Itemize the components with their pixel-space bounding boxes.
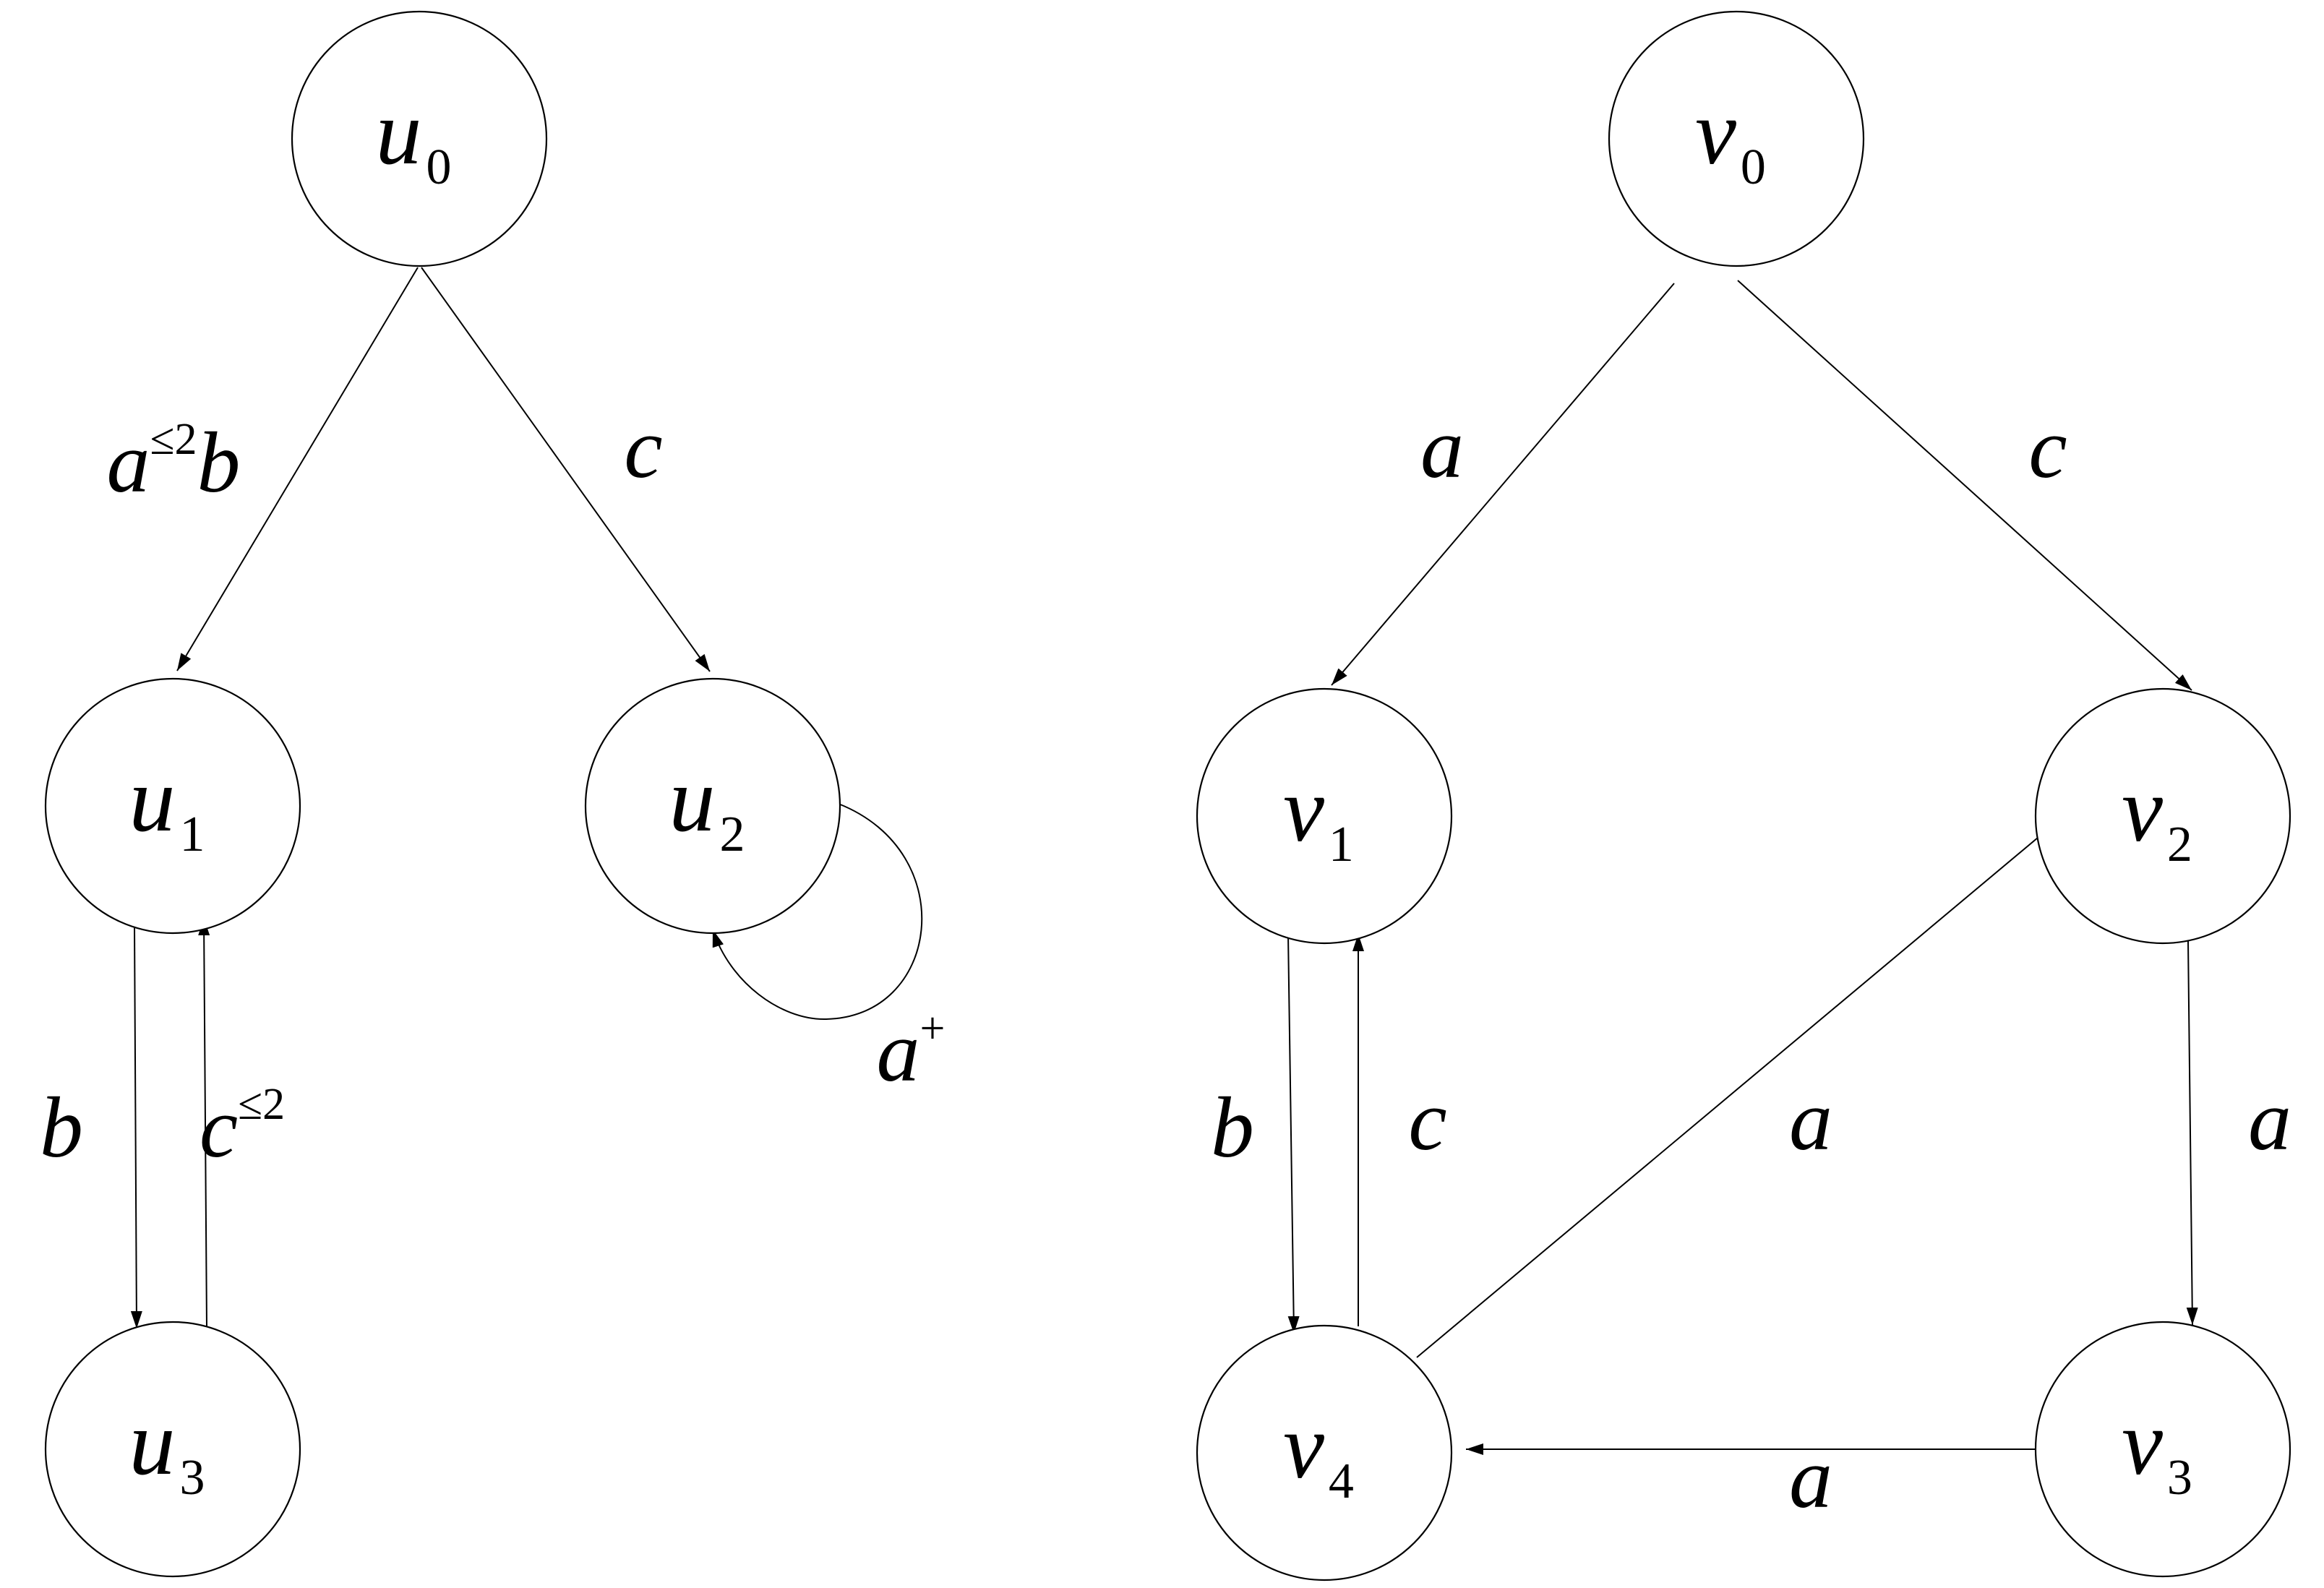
node-label-base: u	[376, 81, 422, 184]
node-label: u0	[376, 81, 452, 195]
node-label-subscript: 3	[180, 1450, 205, 1506]
edge-label-tail: b	[197, 414, 241, 510]
edge-label-u1-u3: b	[40, 1079, 83, 1175]
node-label: v4	[1283, 1395, 1354, 1509]
node-label: u2	[669, 748, 745, 862]
edge-label-u3-u1: c≤2	[200, 1079, 285, 1175]
edge-label-v3-v4: a	[1789, 1430, 1832, 1526]
node-label: v3	[2122, 1391, 2192, 1506]
edge-label-superscript: ≤2	[238, 1080, 285, 1129]
edge-u3-u1-arrow	[198, 917, 210, 1329]
node-label-base: v	[2122, 758, 2163, 861]
node-u3: u3	[44, 1321, 301, 1578]
node-label-subscript: 2	[2167, 817, 2192, 872]
node-label-base: u	[129, 1391, 176, 1494]
node-label-subscript: 1	[1329, 817, 1354, 872]
node-v0: v0	[1608, 10, 1865, 267]
edge-label-text: a	[1789, 1072, 1832, 1168]
edge-label-v0-v1: a	[1420, 400, 1464, 496]
node-u0: u0	[291, 10, 548, 267]
edge-label-superscript: +	[920, 1004, 946, 1053]
node-circle	[1196, 1324, 1453, 1581]
node-v4: v4	[1196, 1324, 1453, 1581]
edge-label-text: c	[624, 400, 662, 496]
node-circle	[584, 677, 841, 935]
edge-v1-v4-arrow	[1287, 934, 1300, 1334]
node-circle	[291, 10, 548, 267]
edge-u1-u3-arrow	[130, 923, 142, 1329]
node-label: u1	[129, 748, 205, 862]
edge-label-u0-u2: c	[624, 400, 662, 496]
node-u2: u2	[584, 677, 841, 935]
node-v2: v2	[2034, 687, 2291, 945]
node-label-subscript: 4	[1329, 1454, 1354, 1509]
node-label: v2	[2122, 758, 2192, 872]
edge-u2-u2-self-loop	[712, 803, 923, 1021]
node-label-subscript: 1	[180, 807, 205, 862]
node-label-subscript: 3	[2167, 1450, 2192, 1506]
node-circle	[44, 1321, 301, 1578]
edge-label-text: c	[200, 1079, 238, 1175]
node-label-base: v	[2122, 1391, 2163, 1494]
edge-label-text: a	[1420, 400, 1464, 496]
edge-u0-u1-arrow	[176, 267, 419, 671]
edge-label-v1-v4: b	[1211, 1079, 1254, 1175]
node-label-subscript: 0	[1741, 140, 1766, 195]
node-circle	[1608, 10, 1865, 267]
edge-v4-v2-arrow	[1416, 811, 2070, 1358]
node-label: v1	[1283, 758, 1354, 872]
node-label: u3	[129, 1391, 205, 1506]
node-label-subscript: 0	[426, 140, 452, 195]
node-label-subscript: 2	[720, 807, 745, 862]
edge-u0-u2-arrow	[421, 267, 711, 672]
edge-label-superscript: ≤2	[150, 415, 197, 464]
edge-label-v2-v3: a	[2248, 1072, 2291, 1168]
node-v3: v3	[2034, 1321, 2291, 1578]
edge-label-text: b	[40, 1079, 83, 1175]
edge-label-text: c	[1408, 1072, 1446, 1168]
edge-label-text: a	[1789, 1430, 1832, 1526]
node-u1: u1	[44, 677, 301, 935]
edge-label-v0-v2: c	[2028, 400, 2067, 496]
edge-label-v4-v2: a	[1789, 1072, 1832, 1168]
edge-v0-v1-arrow	[1331, 283, 1675, 686]
node-label: v0	[1695, 81, 1766, 195]
node-label-base: v	[1283, 1395, 1324, 1498]
edge-label-text: a	[106, 414, 150, 510]
node-label-base: v	[1695, 81, 1736, 184]
edge-label-text: b	[1211, 1079, 1254, 1175]
edge-label-text: a	[2248, 1072, 2291, 1168]
node-circle	[1196, 687, 1453, 945]
edge-label-text: a	[877, 1003, 920, 1099]
node-circle	[2034, 687, 2291, 945]
node-label-base: v	[1283, 758, 1324, 861]
edge-v0-v2-arrow	[1737, 280, 2192, 691]
edges-layer	[130, 267, 2198, 1455]
edge-label-text: c	[2028, 400, 2067, 496]
node-v1: v1	[1196, 687, 1453, 945]
edge-label-u0-u1: a≤2b	[106, 414, 240, 510]
node-label-base: u	[129, 748, 176, 851]
edge-label-v4-v1: c	[1408, 1072, 1446, 1168]
edge-label-u2-u2: a+	[877, 1003, 946, 1099]
edge-v2-v3-arrow	[2186, 940, 2198, 1326]
node-label-base: u	[669, 748, 716, 851]
node-circle	[44, 677, 301, 935]
node-circle	[2034, 1321, 2291, 1578]
